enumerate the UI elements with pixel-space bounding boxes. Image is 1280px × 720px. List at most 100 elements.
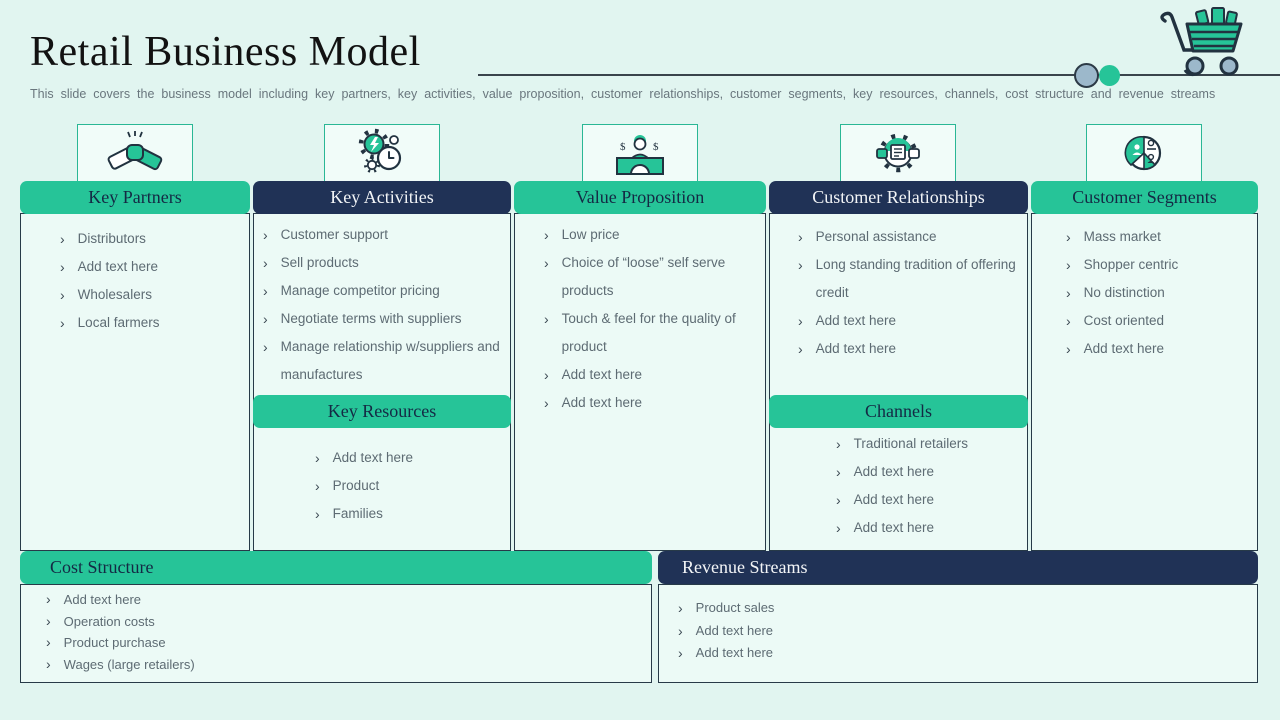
chevron-right-icon: › [678, 622, 683, 639]
list-item: ›Families [315, 500, 505, 528]
list-item-text: Product [332, 478, 380, 493]
list-item: ›Add text here [836, 486, 1021, 514]
chevron-right-icon: › [678, 645, 683, 662]
list-item-text: Add text here [815, 313, 896, 328]
page-title: Retail Business Model [30, 29, 421, 75]
list-item: ›Add text here [836, 514, 1021, 542]
list-item-text: Negotiate terms with suppliers [280, 311, 462, 326]
blue-dot [1074, 63, 1099, 88]
list-item: › Add text here [798, 335, 1020, 363]
customer-segments-pie-icon [1086, 124, 1202, 182]
list-item: ›Wholesalers [60, 281, 240, 309]
chevron-right-icon: › [1066, 313, 1071, 329]
chevron-right-icon: › [798, 229, 803, 245]
list-item-text: Add text here [77, 259, 158, 274]
list-item: › Add text here [798, 307, 1020, 335]
key-partners-panel [20, 213, 250, 551]
list-item: ›Manage competitor pricing [263, 277, 503, 305]
handshake-icon [77, 124, 193, 182]
list-item: › Add text here [544, 389, 749, 417]
revenue-streams-header: Revenue Streams [658, 551, 1258, 584]
list-item: › Mass market [1066, 223, 1246, 251]
list-item-text: Add text here [561, 395, 642, 410]
list-item-text: Add text here [853, 464, 934, 479]
chevron-right-icon: › [60, 315, 65, 331]
list-item: ›Distributors [60, 225, 240, 253]
chevron-right-icon: › [798, 341, 803, 357]
value-proposition-header: Value Proposition [514, 181, 766, 214]
list-item: › Product sales [678, 597, 1218, 620]
chevron-right-icon: › [544, 367, 549, 383]
gear-handshake-icon [840, 124, 956, 182]
chevron-right-icon: › [678, 600, 683, 616]
slide-subtitle: This slide covers the business model inc… [30, 87, 1216, 101]
list-item: › Add text here [60, 253, 240, 281]
list-item: ›Personal assistance [798, 223, 1020, 251]
list-item-text: Long standing tradition of offering cred… [815, 257, 1016, 300]
gears-clock-icon [324, 124, 440, 182]
key-activities-list: ›Customer support ›Sell products ›Manage… [263, 221, 503, 389]
chevron-right-icon: › [263, 227, 268, 243]
list-item-text: Families [332, 506, 383, 521]
list-item-text: Wages (large retailers) [63, 656, 195, 672]
green-dot [1099, 65, 1120, 86]
list-item: › Add text here [836, 458, 1021, 486]
chevron-right-icon: › [836, 492, 841, 508]
chevron-right-icon: › [836, 436, 841, 452]
list-item: ›Local farmers [60, 309, 240, 337]
svg-text:$: $ [620, 141, 626, 153]
list-item-text: Add text here [695, 645, 773, 661]
customer-relationships-list: ›Personal assistance › Long standing trad… [798, 223, 1020, 363]
money-person-icon: $ $ [582, 124, 698, 182]
value-proposition-list: ›Low price ›Choice of “loose” self serve… [544, 221, 749, 417]
list-item: ›Product purchase [46, 632, 606, 654]
list-item: ›Add text here [315, 444, 505, 472]
chevron-right-icon: › [1066, 229, 1071, 245]
chevron-right-icon: › [60, 259, 65, 275]
chevron-right-icon: › [544, 311, 549, 327]
list-item: › Shopper centric [1066, 251, 1246, 279]
list-item: › Choice of “loose” self serve products [544, 249, 749, 305]
list-item-text: Add text here [815, 341, 896, 356]
list-item: › Add text here [678, 620, 1218, 643]
chevron-right-icon: › [315, 478, 320, 494]
key-activities-panel [253, 213, 511, 551]
customer-segments-header: Customer Segments [1031, 181, 1258, 214]
chevron-right-icon: › [836, 464, 841, 480]
list-item-text: Product sales [695, 600, 775, 615]
list-item: ›Wages (large retailers) [46, 654, 606, 676]
list-item-text: Choice of “loose” self serve products [561, 255, 726, 298]
list-item-text: Add text here [561, 367, 642, 382]
cost-structure-list: ›Add text here ›Operation costs ›Product… [46, 589, 606, 675]
list-item: ›Traditional retailers [836, 430, 1021, 458]
chevron-right-icon: › [544, 395, 549, 411]
list-item: ›Sell products [263, 249, 503, 277]
list-item-text: No distinction [1083, 285, 1165, 300]
key-resources-header: Key Resources [253, 395, 511, 428]
list-item-text: Add text here [695, 622, 773, 638]
revenue-streams-panel [658, 584, 1258, 683]
channels-header: Channels [769, 395, 1028, 428]
list-item-text: Add text here [63, 592, 141, 607]
cost-structure-panel [20, 584, 652, 683]
list-item-text: Shopper centric [1083, 257, 1179, 272]
value-proposition-panel [514, 213, 766, 551]
list-item-text: Cost oriented [1083, 313, 1164, 328]
list-item-text: Add text here [1083, 341, 1164, 356]
chevron-right-icon: › [263, 339, 268, 355]
list-item-text: Distributors [77, 231, 146, 246]
customer-relationships-header: Customer Relationships [769, 181, 1028, 214]
svg-text:$: $ [653, 141, 659, 153]
chevron-right-icon: › [544, 255, 549, 271]
list-item: ›Customer support [263, 221, 503, 249]
list-item-text: Add text here [853, 520, 934, 535]
chevron-right-icon: › [798, 313, 803, 329]
list-item-text: Wholesalers [77, 287, 152, 302]
channels-list: ›Traditional retailers › Add text here › A… [836, 430, 1021, 542]
chevron-right-icon: › [1066, 341, 1071, 357]
revenue-streams-list: › Product sales › Add text here › Add text … [678, 597, 1218, 665]
chevron-right-icon: › [263, 283, 268, 299]
shopping-cart-icon [1156, 4, 1248, 85]
chevron-right-icon: › [1066, 257, 1071, 273]
list-item-text: Mass market [1083, 229, 1161, 244]
